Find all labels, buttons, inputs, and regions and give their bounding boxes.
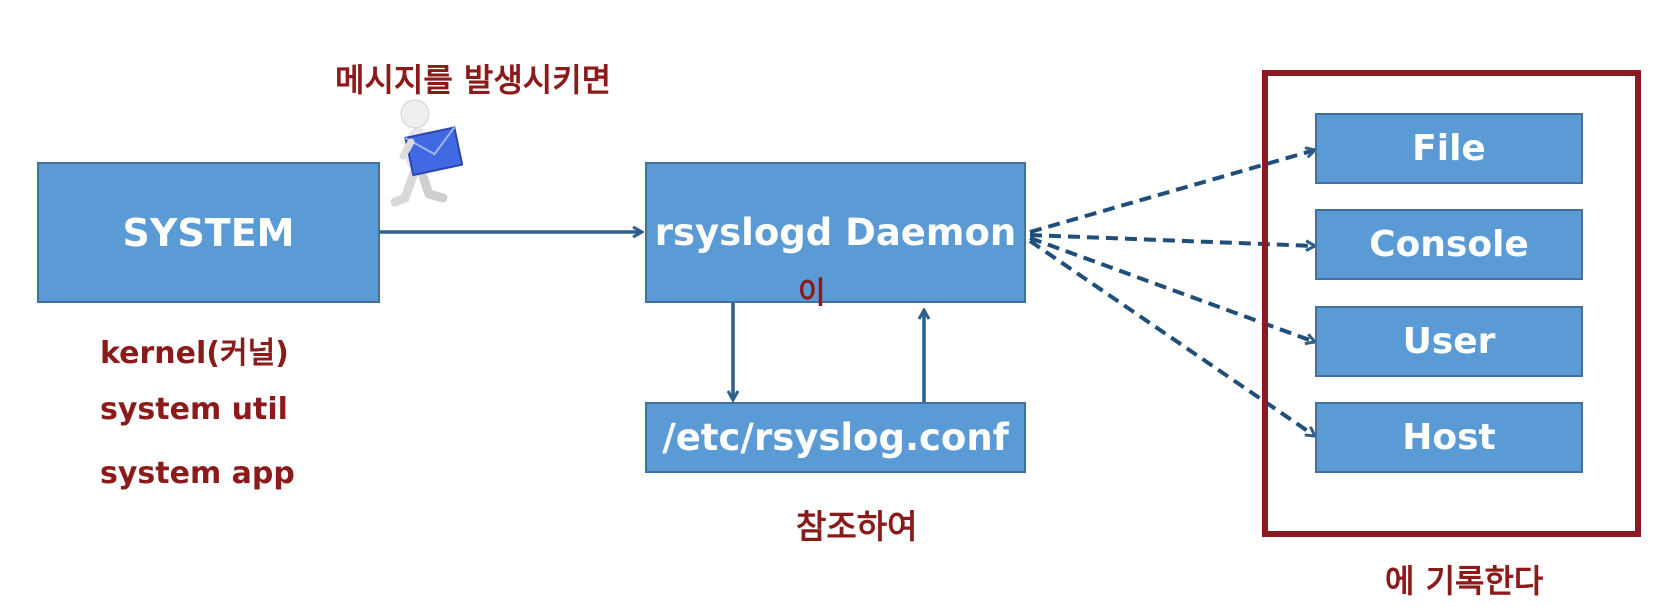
destination-file: File: [1315, 113, 1583, 184]
daemon-box: rsyslogd Daemon: [645, 162, 1026, 303]
source-kernel: kernel(커널): [100, 336, 289, 371]
destination-user: User: [1315, 306, 1583, 377]
destination-host: Host: [1315, 402, 1583, 473]
destination-console-label: Console: [1369, 224, 1529, 265]
destination-frame: [1262, 70, 1641, 537]
system-box: SYSTEM: [37, 162, 380, 303]
destination-caption: 에 기록한다: [1385, 562, 1544, 600]
destination-host-label: Host: [1402, 417, 1496, 458]
source-system-util: system util: [100, 392, 288, 427]
destination-console: Console: [1315, 209, 1583, 280]
daemon-particle: 이: [798, 276, 826, 311]
system-label: SYSTEM: [122, 210, 295, 255]
daemon-label: rsyslogd Daemon: [654, 211, 1017, 254]
config-caption: 참조하여: [796, 507, 918, 546]
message-caption: 메시지를 발생시키면: [335, 61, 612, 99]
person-with-envelope-icon: [385, 98, 464, 212]
destination-user-label: User: [1402, 321, 1496, 362]
source-system-app: system app: [100, 456, 295, 491]
destination-file-label: File: [1412, 128, 1486, 169]
config-label: /etc/rsyslog.conf: [662, 416, 1009, 459]
config-box: /etc/rsyslog.conf: [645, 402, 1026, 473]
